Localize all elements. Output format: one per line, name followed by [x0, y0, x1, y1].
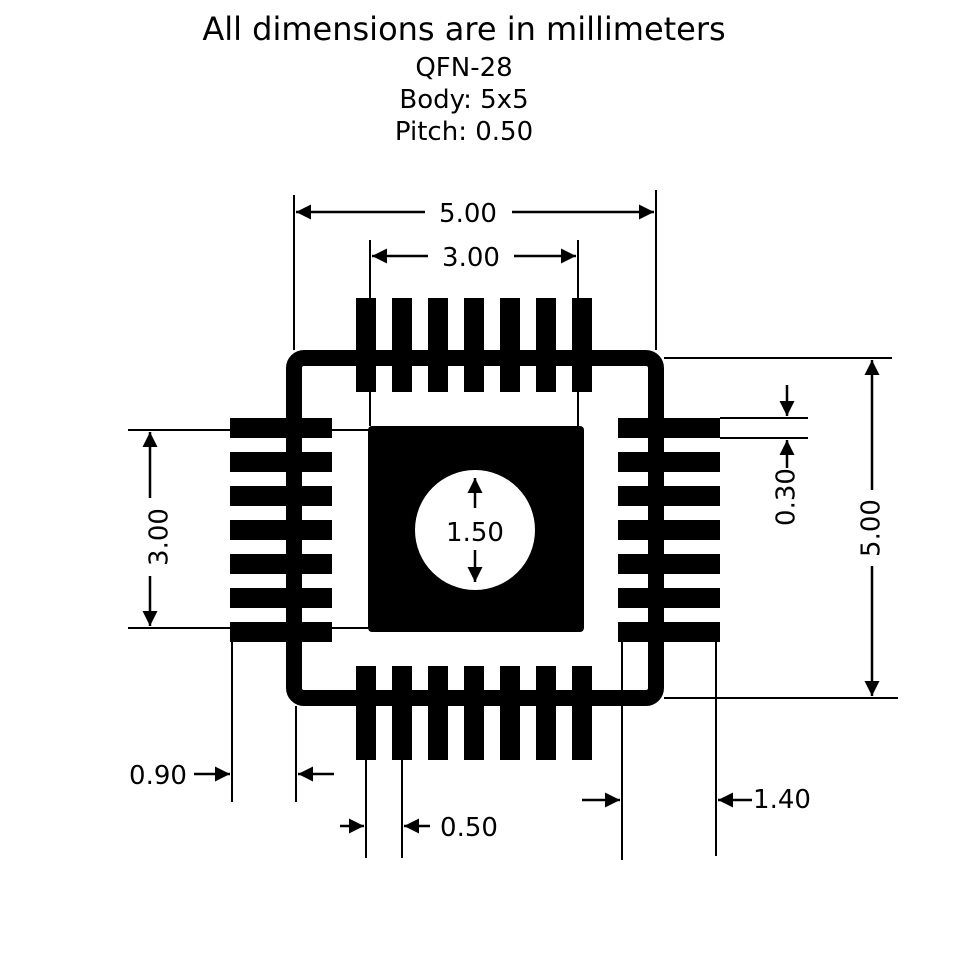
pad	[500, 666, 520, 760]
pad	[618, 520, 720, 540]
pad	[428, 298, 448, 392]
pad	[618, 554, 720, 574]
page-title: All dimensions are in millimeters	[202, 10, 725, 48]
dim-label-pad-span-horizontal: 3.00	[442, 243, 500, 273]
pad	[230, 486, 332, 506]
pad	[230, 588, 332, 608]
dim-label-body-height: 5.00	[857, 499, 887, 557]
pad	[618, 418, 720, 438]
pad	[618, 588, 720, 608]
dim-label-pad-span-vertical: 3.00	[145, 508, 175, 566]
pad	[230, 418, 332, 438]
thermal-via-hole	[415, 470, 535, 590]
left-pad-row	[230, 418, 332, 642]
dim-label-pad-length-left: 0.90	[129, 761, 187, 791]
pad	[356, 298, 376, 392]
pad	[618, 486, 720, 506]
pad	[464, 666, 484, 760]
pad	[464, 298, 484, 392]
pitch-value: Pitch: 0.50	[395, 117, 533, 147]
pad	[536, 298, 556, 392]
pad	[572, 298, 592, 392]
pad	[230, 622, 332, 642]
dim-label-body-width: 5.00	[439, 199, 497, 229]
extension-lines	[128, 190, 898, 860]
pad	[618, 622, 720, 642]
pad	[500, 298, 520, 392]
dimension-lines	[142, 204, 880, 834]
pad	[428, 666, 448, 760]
package-name: QFN-28	[415, 53, 512, 83]
dim-label-pitch: 0.50	[440, 813, 498, 843]
pad	[356, 666, 376, 760]
pad	[230, 520, 332, 540]
top-pad-row	[356, 298, 592, 392]
dim-label-thermal-via: 1.50	[446, 518, 504, 548]
pad	[392, 298, 412, 392]
bottom-pad-row	[356, 666, 592, 760]
pad	[618, 452, 720, 472]
pad	[392, 666, 412, 760]
pad	[572, 666, 592, 760]
right-pad-row	[618, 418, 720, 642]
body-size: Body: 5x5	[399, 85, 528, 115]
dim-label-pad-length-right: 1.40	[753, 785, 811, 815]
pad	[536, 666, 556, 760]
dim-label-pad-width: 0.30	[772, 468, 802, 526]
pad	[230, 554, 332, 574]
pad	[230, 452, 332, 472]
